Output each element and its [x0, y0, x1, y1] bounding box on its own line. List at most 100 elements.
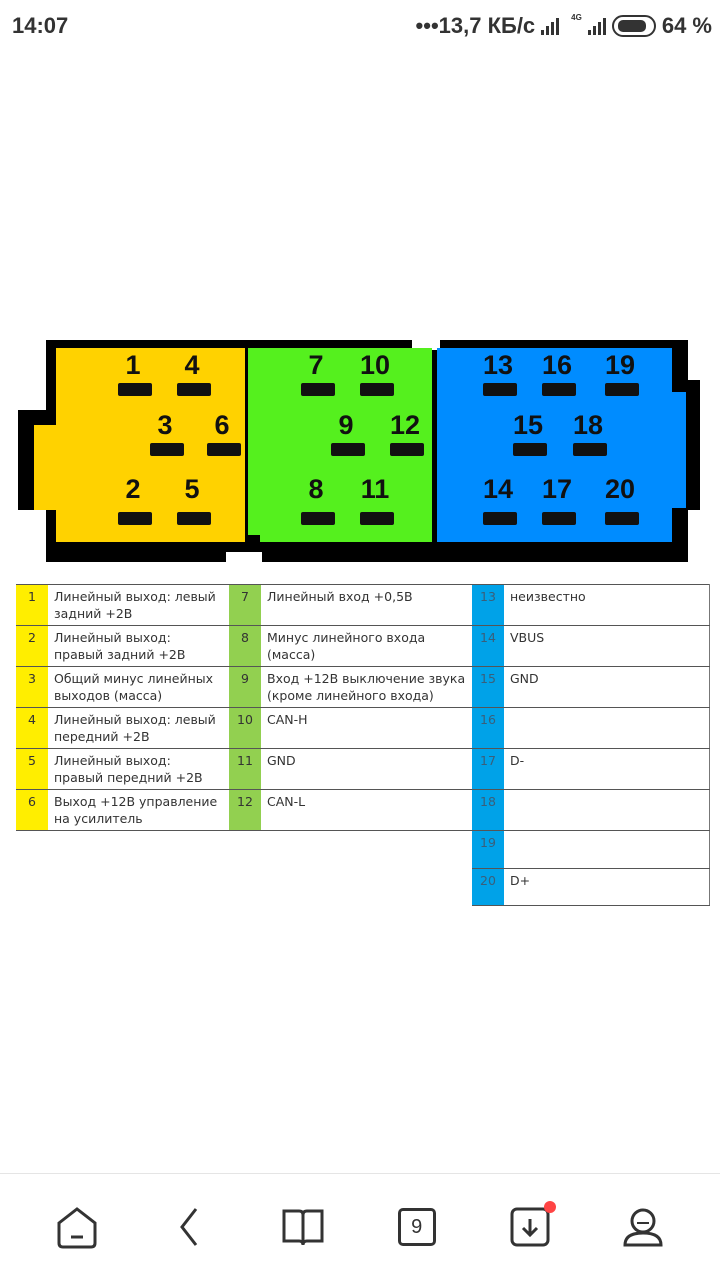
- pin-contact: [542, 383, 576, 396]
- reader-button[interactable]: [279, 1203, 327, 1251]
- pin-description: [261, 868, 472, 906]
- pin-contact: [118, 512, 152, 525]
- pin-description: Минус линейного входа (масса): [261, 625, 472, 667]
- back-button[interactable]: [166, 1203, 214, 1251]
- pin-description: CAN-L: [261, 789, 472, 831]
- tabs-count: 9: [397, 1208, 436, 1246]
- pin-number: 17: [472, 748, 504, 790]
- pin-description: [48, 868, 229, 906]
- network-type: 4G: [571, 13, 582, 22]
- pin-description: [48, 830, 229, 868]
- pin-description: GND: [261, 748, 472, 790]
- pin-description: D-: [504, 748, 710, 790]
- pin-description: D+: [504, 868, 710, 906]
- pin-label: 12: [389, 410, 421, 440]
- table-row: 19: [16, 830, 710, 869]
- pin-contact: [118, 383, 152, 396]
- pin-number: 16: [472, 707, 504, 749]
- pin-label: 5: [184, 474, 200, 504]
- pin-description: Линейный выход: правый задний +2В: [48, 625, 229, 667]
- pin-label: 13: [482, 350, 514, 380]
- pin-description: Линейный выход: левый передний +2В: [48, 707, 229, 749]
- pin-description: Линейный выход: правый передний +2В: [48, 748, 229, 790]
- pin-contact: [605, 383, 639, 396]
- pin-number: 11: [229, 748, 261, 790]
- pin-label: 20: [604, 474, 636, 504]
- pin-contact: [483, 512, 517, 525]
- pin-number: [16, 868, 48, 906]
- pin-label: 10: [359, 350, 391, 380]
- pin-number: 13: [472, 584, 504, 626]
- pin-description: Вход +12В выключение звука (кроме линейн…: [261, 666, 472, 708]
- pin-number: 10: [229, 707, 261, 749]
- pin-contact: [390, 443, 424, 456]
- pin-label: 3: [157, 410, 173, 440]
- pin-number: 20: [472, 868, 504, 906]
- pin-label: 11: [360, 474, 390, 504]
- pin-number: 1: [16, 584, 48, 626]
- pin-contact: [573, 443, 607, 456]
- downloads-button[interactable]: [506, 1201, 556, 1251]
- pin-label: 14: [482, 474, 514, 504]
- pin-number: 8: [229, 625, 261, 667]
- pin-label: 17: [541, 474, 573, 504]
- back-icon: [180, 1208, 198, 1246]
- pin-contact: [177, 512, 211, 525]
- pin-label: 19: [604, 350, 636, 380]
- pin-description: [504, 707, 710, 749]
- pin-description: [504, 830, 710, 869]
- pin-contact: [513, 443, 547, 456]
- pin-label: 1: [125, 350, 141, 380]
- pin-description: VBUS: [504, 625, 710, 667]
- pin-label: 18: [572, 410, 604, 440]
- pin-description: [504, 789, 710, 831]
- pin-number: [229, 868, 261, 906]
- pin-contact: [605, 512, 639, 525]
- book-icon: [282, 1209, 324, 1246]
- pin-number: 19: [472, 830, 504, 869]
- pin-label: 16: [541, 350, 573, 380]
- pin-description: GND: [504, 666, 710, 708]
- pin-label: 2: [125, 474, 141, 504]
- pin-contact: [331, 443, 365, 456]
- pin-contact: [542, 512, 576, 525]
- pin-label: 6: [214, 410, 230, 440]
- download-icon: [510, 1207, 550, 1247]
- pin-description: [261, 830, 472, 868]
- pin-number: 3: [16, 666, 48, 708]
- pin-contact: [301, 383, 335, 396]
- home-button[interactable]: [53, 1203, 101, 1251]
- pin-number: 18: [472, 789, 504, 831]
- pin-number: 14: [472, 625, 504, 667]
- pin-contact: [360, 383, 394, 396]
- pin-number: [16, 830, 48, 868]
- status-bar: 14:07 •••13,7 КБ/с 4G 64 %: [0, 0, 720, 50]
- signal-icon-2: [587, 17, 606, 35]
- tabs-button[interactable]: 9: [393, 1203, 441, 1251]
- pin-number: 5: [16, 748, 48, 790]
- pin-label: 4: [184, 350, 200, 380]
- pin-label: 7: [308, 350, 324, 380]
- pin-description: CAN-H: [261, 707, 472, 749]
- pin-number: [229, 830, 261, 868]
- pin-number: 12: [229, 789, 261, 831]
- pin-number: 4: [16, 707, 48, 749]
- pin-label: 8: [308, 474, 324, 504]
- pin-description: Общий минус линейных выходов (масса): [48, 666, 229, 708]
- pin-number: 15: [472, 666, 504, 708]
- profile-button[interactable]: [619, 1203, 667, 1251]
- pin-contact: [483, 383, 517, 396]
- bottom-nav: 9: [0, 1173, 720, 1280]
- pin-description: Линейный выход: левый задний +2В: [48, 584, 229, 626]
- pin-contact: [360, 512, 394, 525]
- battery-icon: [611, 15, 656, 37]
